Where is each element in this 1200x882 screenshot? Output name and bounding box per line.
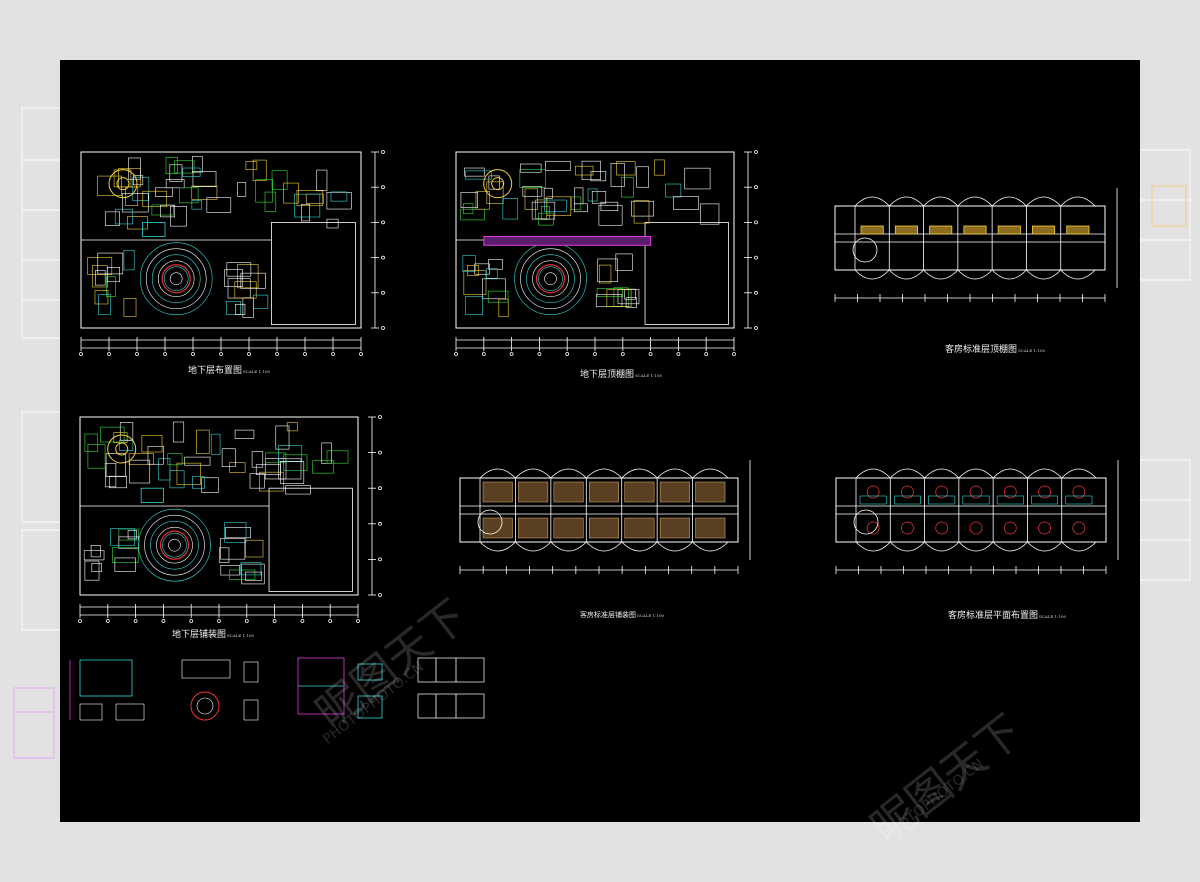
cad-drawing-sheet (69, 150, 1119, 721)
drawing-title-guestroom-ceiling: 客房标准层顶棚图SCALE 1:100 (945, 342, 1045, 355)
drawing-title-guestroom-paving: 客房标准层铺装图SCALE 1:100 (580, 610, 664, 620)
drawing-basement-ceiling (454, 150, 758, 356)
detail-drawings (69, 657, 485, 721)
drawing-guestroom-paving (459, 460, 751, 574)
drawing-title-guestroom-layout: 客房标准层平面布置图SCALE 1:100 (948, 608, 1066, 621)
drawing-scale-text: SCALE 1:100 (1018, 348, 1046, 353)
drawing-title-text: 客房标准层平面布置图 (948, 611, 1039, 621)
drawing-basement-layout (79, 150, 385, 356)
drawing-guestroom-layout (835, 460, 1119, 574)
drawing-basement-paving (78, 415, 382, 623)
drawing-scale-text: SCALE 1:100 (227, 633, 255, 638)
drawing-title-text: 地下层顶棚图 (580, 370, 635, 380)
drawing-title-basement-layout: 地下层布置图SCALE 1:100 (188, 363, 270, 376)
drawing-scale-text: SCALE 1:100 (243, 369, 271, 374)
drawing-scale-text: SCALE 1:100 (635, 373, 663, 378)
drawing-title-text: 客房标准层顶棚图 (945, 345, 1018, 355)
drawing-guestroom-ceiling (834, 188, 1118, 302)
drawing-title-basement-paving: 地下层铺装图SCALE 1:100 (172, 627, 254, 640)
drawing-title-text: 客房标准层铺装图 (580, 611, 636, 619)
drawing-scale-text: SCALE 1:100 (637, 613, 665, 618)
drawing-title-text: 地下层布置图 (188, 366, 243, 376)
cad-canvas: 地下层布置图SCALE 1:100 地下层顶棚图SCALE 1:100 客房标准… (60, 60, 1140, 822)
drawing-title-basement-ceiling: 地下层顶棚图SCALE 1:100 (580, 367, 662, 380)
drawing-title-text: 地下层铺装图 (172, 630, 227, 640)
drawing-scale-text: SCALE 1:100 (1039, 614, 1067, 619)
